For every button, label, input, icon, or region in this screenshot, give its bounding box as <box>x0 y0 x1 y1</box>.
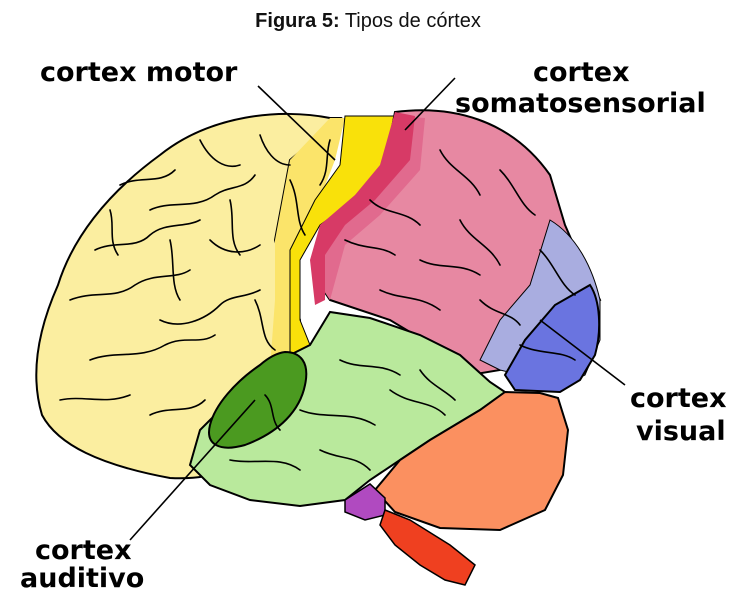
leader-lines <box>129 77 626 541</box>
caption-text: Tipos de córtex <box>344 10 481 32</box>
motor-cortex-light <box>270 118 345 368</box>
brainstem <box>379 509 476 586</box>
label-somatosensory-line2: somatosensorial <box>455 88 706 119</box>
caption-prefix: Figura 5: <box>255 10 340 32</box>
brain-folds <box>59 134 576 471</box>
cerebellum <box>373 390 570 532</box>
label-auditory-line1: cortex <box>35 535 132 566</box>
temporal-lobe <box>188 310 507 508</box>
label-visual-line1: cortex <box>630 383 727 414</box>
somatosensory-cortex-region <box>310 112 415 305</box>
label-motor-cortex: cortex motor <box>40 57 238 88</box>
label-auditory-line2: auditivo <box>20 563 145 594</box>
visual-cortex-region <box>503 283 601 394</box>
figure-caption: Figura 5: Tipos de córtex <box>0 10 736 33</box>
label-somatosensory-line1: cortex <box>533 57 630 88</box>
label-visual-line2: visual <box>636 416 726 447</box>
